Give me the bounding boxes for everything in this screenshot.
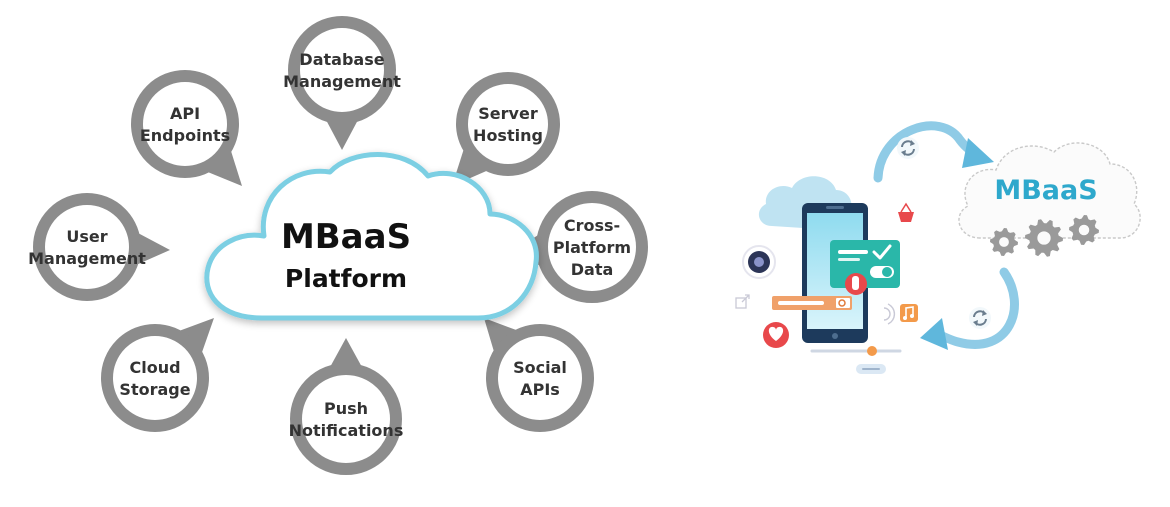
bubble-ring [33,193,141,301]
bubble-label: Storage [119,380,190,399]
arrow-to-cloud-head [962,138,994,168]
bubble-label: Data [571,260,614,279]
bubble-pointer [176,318,214,356]
center-cloud [204,152,539,321]
bubble-ring [456,72,560,176]
bubble-label: Platform [553,238,631,257]
music-icon [900,304,918,322]
bubble-label: Database [299,50,384,69]
center-cloud-shape [204,152,539,321]
center-subtitle: Platform [285,264,407,293]
arrow-to-phone-head [920,318,948,350]
right-cloud-shape [958,142,1141,239]
bubble-api-endpoints: API Endpoints [131,70,242,186]
search-bar [772,296,852,310]
bubble-label: APIs [520,380,560,399]
check-icon [872,244,892,260]
bubble-pointer [484,318,520,355]
bubble-label: Push [324,399,368,418]
bubble-label: Cloud [129,358,180,377]
hand-pointer-icon [845,273,867,295]
sync-icon [969,307,991,329]
mbaas-illustration: MBaaS [735,121,1141,374]
bubble-pointer [134,231,170,266]
bubble-ring [288,16,396,124]
basket-icon [898,202,914,222]
gear-icon [1069,215,1099,245]
bubble-label: Hosting [473,126,543,145]
heart-icon [763,322,789,348]
center-title: MBaaS [281,217,411,257]
search-icon [838,299,846,307]
camera-icon [742,245,776,279]
bubble-pointer [325,118,359,150]
bubble-label: Management [283,72,401,91]
arrow-to-cloud [873,121,985,183]
bubble-label: Server [478,104,538,123]
bubble-pointer [204,147,242,186]
bubble-ring [486,324,594,432]
bubble-ring [290,363,402,475]
bubble-pointer [329,338,363,369]
signal-icon [883,303,896,325]
slider-icon [810,346,902,374]
gear-icon [990,228,1018,256]
bubble-label: API [170,104,200,123]
right-cloud-label: MBaaS [994,175,1097,206]
service-bubbles: DatabaseManagementServerHostingCross-Pla… [28,16,648,475]
bubble-label: Endpoints [140,126,230,145]
bubble-ring [101,324,209,432]
arrow-to-phone [929,267,1019,349]
bubble-label: Notifications [289,421,404,440]
gear-icon [1025,219,1063,257]
bubble-ring [536,191,648,303]
bubble-label: User [66,227,107,246]
bubble-label: Cross- [564,216,620,235]
bubble-label: Management [28,249,146,268]
bubble-ring [131,70,239,178]
toggle-card [830,240,900,288]
gears-group [990,215,1099,257]
bubble-label: Social [513,358,567,377]
sync-icon [897,137,919,159]
share-icon [735,294,750,309]
